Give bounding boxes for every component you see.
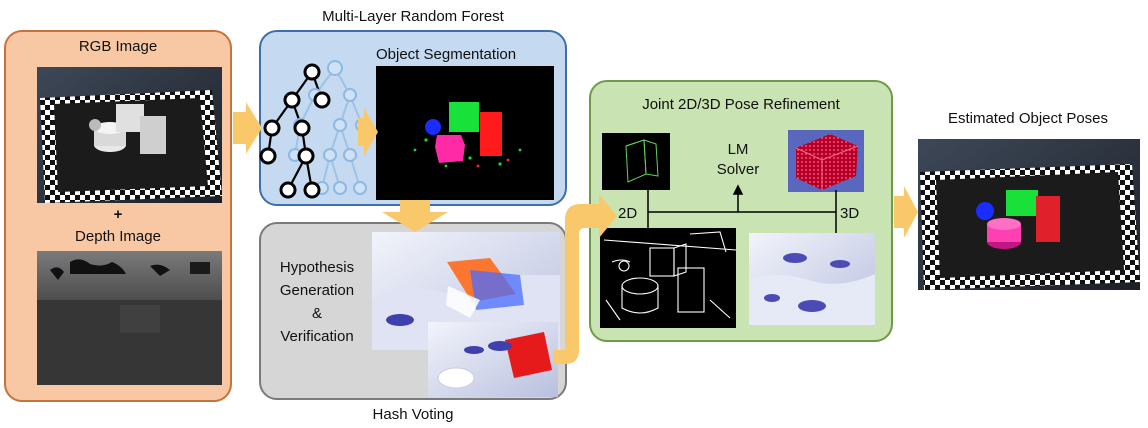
refinement-title: Joint 2D/3D Pose Refinement [642, 96, 840, 113]
label-2d: 2D [618, 205, 638, 222]
solver-line-1: LM [727, 141, 749, 158]
verification-cloud-image [428, 322, 558, 397]
solver-line-2: Solver [716, 161, 760, 178]
random-forest-tree [259, 60, 369, 199]
forest-title: Multi-Layer Random Forest [322, 8, 504, 25]
cloud-3d-model-image [788, 130, 864, 192]
plus-sign: + [113, 206, 123, 223]
arrow-tree-to-segmentation [358, 108, 378, 156]
estimated-poses-image [918, 139, 1140, 290]
hash-voting-label: Hash Voting [372, 406, 454, 423]
label-3d: 3D [840, 205, 860, 222]
segmentation-label: Object Segmentation [376, 46, 517, 63]
edge-scene-image [600, 228, 737, 328]
hypothesis-line-3: & [311, 305, 322, 322]
depth-image [37, 251, 222, 385]
arrow-hash-to-refinement [553, 194, 617, 364]
rgb-image-label: RGB Image [78, 38, 158, 55]
depth-image-label: Depth Image [75, 228, 161, 245]
rgb-image [37, 67, 222, 203]
arrow-refinement-to-output [894, 186, 918, 238]
estimated-poses-label: Estimated Object Poses [947, 110, 1109, 127]
hypothesis-label: Hypothesis Generation & Verification [262, 256, 372, 348]
refinement-connectors [647, 184, 837, 233]
edge-2d-image [602, 133, 670, 190]
hypothesis-line-1: Hypothesis [279, 259, 355, 276]
lm-solver-label: LM Solver [708, 140, 768, 180]
arrow-input-to-forest [233, 102, 262, 154]
hypothesis-line-2: Generation [279, 282, 355, 299]
hypothesis-line-4: Verification [280, 328, 354, 345]
point-cloud-scene-image [749, 233, 875, 325]
segmentation-image [376, 66, 554, 200]
arrow-segmentation-to-hash [382, 200, 448, 232]
flow-arrows [233, 102, 918, 364]
